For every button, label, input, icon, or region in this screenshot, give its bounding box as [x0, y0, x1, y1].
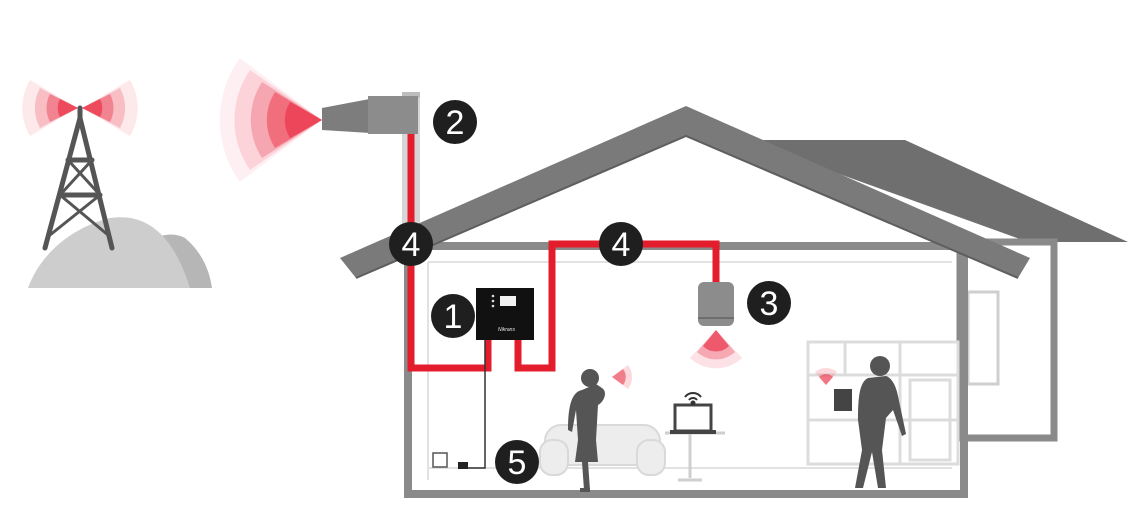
badge-cable-left: 4 — [389, 222, 433, 266]
badge-cable-right: 4 — [599, 222, 643, 266]
laptop-icon — [670, 403, 716, 434]
cell-tower-icon — [42, 105, 115, 251]
yagi-antenna-icon — [322, 96, 418, 134]
hill — [28, 217, 212, 288]
svg-text:4: 4 — [612, 226, 631, 264]
phone-signal — [612, 365, 633, 389]
signal-booster-icon: Nikrans — [476, 288, 534, 340]
power-cord — [462, 340, 486, 469]
house-roof — [340, 106, 1030, 279]
power-outlet-icon — [432, 452, 468, 469]
tablet-signal — [815, 367, 837, 385]
svg-text:1: 1 — [444, 298, 463, 336]
tower-signal-left — [22, 80, 79, 136]
dome-antenna-icon — [698, 282, 734, 326]
svg-text:5: 5 — [508, 444, 527, 482]
wifi-icon — [684, 392, 702, 406]
outdoor-antenna-signal — [219, 58, 322, 182]
person-with-tablet — [834, 356, 906, 488]
badge-indoor-antenna: 3 — [747, 281, 791, 325]
badge-outdoor-antenna: 2 — [433, 100, 477, 144]
indoor-antenna-signal — [690, 330, 742, 369]
svg-text:4: 4 — [402, 226, 421, 264]
sofa — [539, 424, 666, 476]
svg-text:2: 2 — [446, 104, 465, 142]
svg-text:3: 3 — [760, 285, 779, 323]
badge-booster: 1 — [431, 294, 475, 338]
person-on-phone — [568, 369, 605, 492]
tower-signal-right — [82, 80, 138, 136]
side-table — [665, 431, 725, 482]
booster-brand: Nikrans — [498, 327, 515, 333]
badge-power-supply: 5 — [495, 440, 539, 484]
